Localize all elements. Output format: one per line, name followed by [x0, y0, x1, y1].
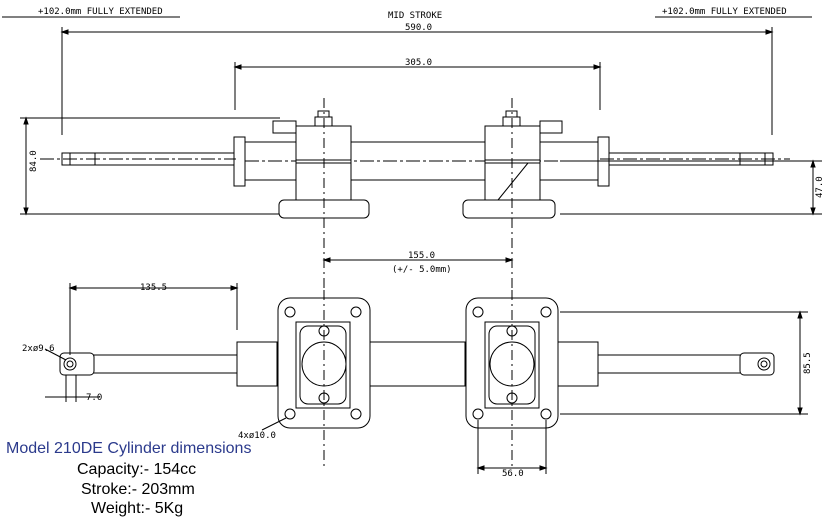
mount-spacing-dimension: 155.0 (+/- 5.0mm)	[322, 251, 514, 275]
stroke-text: Stroke:- 203mm	[81, 481, 195, 498]
svg-text:56.0: 56.0	[502, 469, 524, 479]
height-rod-dimension: 47.0	[560, 159, 825, 216]
svg-text:4xø10.0: 4xø10.0	[238, 431, 276, 441]
capacity-text: Capacity:- 154cc	[77, 461, 197, 478]
mount-height-dimension: 85.5	[560, 310, 813, 416]
rod-eye-width-dimension: 7.0	[45, 375, 102, 403]
overall-length-dimension: 590.0	[60, 23, 774, 135]
cylinder-side-view	[40, 98, 790, 290]
svg-text:155.0: 155.0	[408, 251, 435, 261]
weight-text: Weight:- 5Kg	[91, 500, 184, 517]
svg-text:85.5: 85.5	[803, 352, 813, 374]
left-extension-note: +102.0mm FULLY EXTENDED	[2, 7, 180, 18]
mount-holes-callout: 4xø10.0	[238, 417, 287, 441]
mount-width-dimension: 56.0	[476, 420, 548, 479]
cylinder-plan-view	[59, 290, 775, 470]
height-total-dimension: 84.0	[20, 116, 280, 216]
rod-eye-hole-callout: 2xø9.6	[22, 344, 67, 361]
svg-text:84.0: 84.0	[29, 150, 39, 172]
svg-text:7.0: 7.0	[86, 393, 102, 403]
svg-text:2xø9.6: 2xø9.6	[22, 344, 55, 354]
svg-text:+102.0mm FULLY EXTENDED: +102.0mm FULLY EXTENDED	[38, 7, 163, 17]
svg-text:47.0: 47.0	[815, 176, 825, 198]
svg-text:135.5: 135.5	[140, 283, 167, 293]
svg-text:590.0: 590.0	[405, 23, 432, 33]
rod-end-offset-dimension: 135.5	[68, 283, 239, 355]
caption-title: Model 210DE Cylinder dimensions	[6, 440, 252, 457]
svg-text:305.0: 305.0	[405, 58, 432, 68]
right-extension-note: +102.0mm FULLY EXTENDED	[655, 7, 812, 18]
svg-text:(+/- 5.0mm): (+/- 5.0mm)	[392, 265, 452, 275]
body-length-dimension: 305.0	[233, 58, 602, 110]
svg-text:+102.0mm FULLY EXTENDED: +102.0mm FULLY EXTENDED	[662, 7, 787, 17]
mid-stroke-label: MID STROKE	[388, 11, 442, 21]
